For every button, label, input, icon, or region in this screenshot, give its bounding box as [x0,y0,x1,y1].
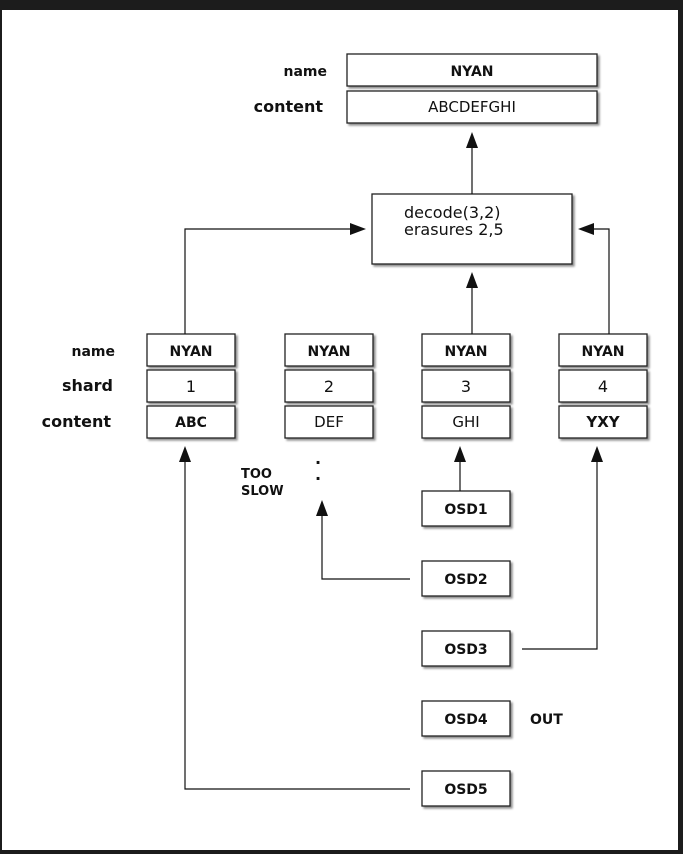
arrowhead-osd2-to-shard-2 [316,500,328,516]
shard-1-name-box [146,333,236,367]
row-label-content: content [42,412,112,431]
shard-4-number: 4 [598,377,608,396]
shard-3-content-box [421,405,511,439]
osd3-label: OSD3 [444,642,487,658]
osd4-out-note: OUT [530,712,563,728]
shard-1-content-box [146,405,236,439]
decode-line-2: erasures 2,5 [404,220,504,239]
arrow-shard-4-to-decode [594,228,610,334]
shard-1-number-box [146,369,236,403]
shard-3-content: GHI [452,413,479,431]
arrowhead-shard-4-to-decode [578,223,594,235]
too-slow-line-2: SLOW [241,484,284,499]
osd5-label: OSD5 [444,782,487,798]
osd4-label: OSD4 [444,712,488,728]
osd5-box [421,770,511,807]
too-slow-line-1: TOO [241,467,272,482]
top-content-box [346,90,598,124]
arrowhead-shard-1-to-decode [350,223,366,235]
osd2-box [421,560,511,597]
osd1-label: OSD1 [444,502,487,518]
shard-3-number: 3 [461,377,471,396]
arrowhead-osd5-to-shard-1 [179,446,191,462]
shard-2-content: DEF [314,413,344,431]
osd1-box [421,490,511,527]
top-name-value: NYAN [450,64,493,80]
osd4-box [421,700,511,737]
osd2-label: OSD2 [444,572,487,588]
shard-2-content-box [284,405,374,439]
row-label-name: name [72,344,116,360]
osd3-box [421,630,511,667]
shard-2-number-box [284,369,374,403]
decode-box [371,193,573,265]
pending-dot-2: . [315,465,321,484]
decode-line-1: decode(3,2) [404,203,501,222]
arrowhead-osd3-to-shard-4 [591,446,603,462]
shard-2-name: NYAN [307,344,350,360]
shard-4-content-box [558,405,648,439]
shard-3-name: NYAN [444,344,487,360]
shard-3-name-box [421,333,511,367]
arrow-osd2-to-shard-2 [321,514,410,580]
shard-4-content: YXY [585,413,620,431]
row-label-shard: shard [62,376,113,395]
shard-4-number-box [558,369,648,403]
arrowhead-osd1-to-shard-3 [454,446,466,462]
shard-1-name: NYAN [169,344,212,360]
arrow-osd5-to-shard-1 [184,460,410,790]
arrow-shard-1-to-decode [184,228,352,334]
shard-4-name: NYAN [581,344,624,360]
shard-4-name-box [558,333,648,367]
shard-3-number-box [421,369,511,403]
shard-2-number: 2 [324,377,334,396]
arrowhead-decode-to-top [466,132,478,148]
top-content-value: ABCDEFGHI [428,98,516,116]
arrow-osd3-to-shard-4 [522,460,598,650]
shard-2-name-box [284,333,374,367]
top-name-box [346,53,598,87]
top-content-label: content [254,97,324,116]
shard-1-content: ABC [175,415,207,431]
pending-dot-1: . [315,449,321,468]
arrowhead-shard-3-to-decode [466,272,478,288]
shard-1-number: 1 [186,377,196,396]
top-name-label: name [284,64,328,80]
